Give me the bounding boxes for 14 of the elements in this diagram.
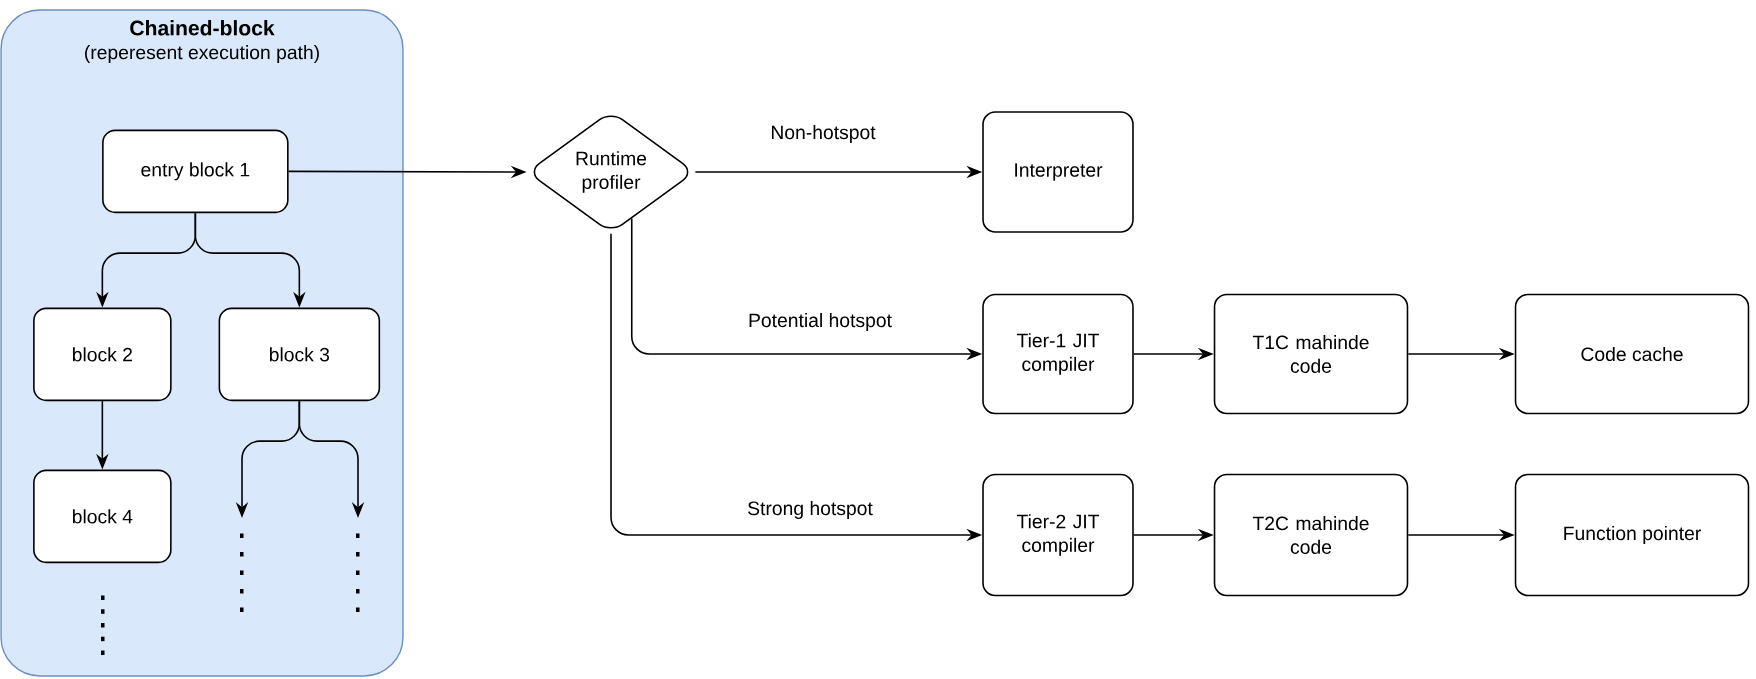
process-box: Code cache bbox=[1514, 293, 1750, 415]
process-box: Function pointer bbox=[1514, 473, 1750, 597]
process-box: T2C mahinde code bbox=[1213, 473, 1409, 597]
edge-label: Strong hotspot bbox=[743, 497, 877, 523]
process-box: T1C mahinde code bbox=[1213, 293, 1409, 415]
process-box: Interpreter bbox=[982, 111, 1134, 233]
process-box: entry block 1 bbox=[102, 129, 289, 214]
process-box: Tier-1 JIT compiler bbox=[982, 293, 1134, 415]
process-box: block 3 bbox=[218, 307, 381, 402]
process-box: block 4 bbox=[33, 469, 172, 564]
process-box: block 2 bbox=[33, 307, 172, 402]
edge-label: Non-hotspot bbox=[766, 121, 880, 147]
edge-label: Potential hotspot bbox=[744, 309, 896, 335]
process-box: Tier-2 JIT compiler bbox=[982, 473, 1134, 597]
